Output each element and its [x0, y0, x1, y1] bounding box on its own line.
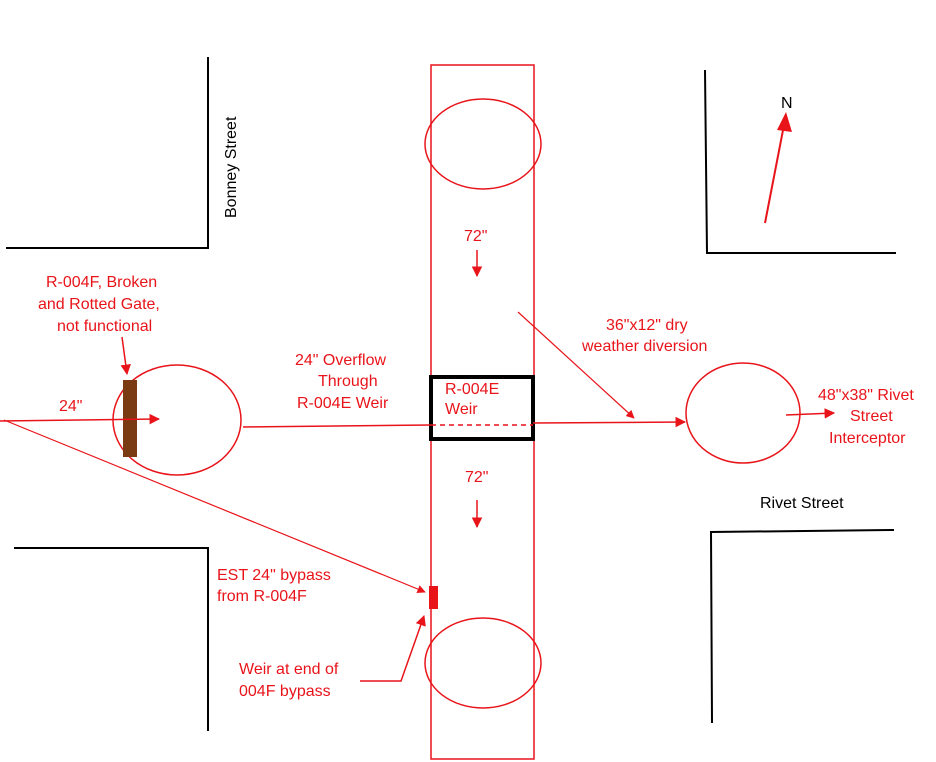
interceptor-label-line2: Street — [850, 408, 893, 425]
overflow-label-line2: Through — [318, 373, 378, 390]
bypass-weir-callout-arrow — [360, 615, 426, 682]
overflow-label-line1: 24" Overflow — [295, 352, 386, 369]
bypass-pipe-line — [3, 419, 426, 594]
overflow-24-pipe — [242, 424, 432, 428]
bypass-weir-label-line2: 004F bypass — [239, 683, 331, 700]
interceptor-label-line3: Interceptor — [829, 430, 906, 447]
rivet-street-curb-bottom — [709, 529, 895, 724]
gate-callout-arrow — [120, 336, 131, 376]
bypass-label-line1: EST 24" bypass — [217, 567, 331, 584]
bypass-weir-label-line1: Weir at end of — [239, 661, 339, 678]
bypass-label-line2: from R-004F — [217, 588, 307, 605]
r004f-gate — [123, 380, 137, 457]
manhole-top — [424, 98, 542, 190]
interceptor-outflow-arrow — [785, 408, 836, 419]
diversion-label-line2: weather diversion — [581, 338, 707, 355]
interceptor-manhole — [685, 362, 801, 464]
inflow-24-pipe — [0, 413, 161, 425]
gate-label-line3: not functional — [57, 318, 152, 335]
pipe-24-label: 24" — [59, 398, 82, 415]
north-arrow-shaft — [764, 124, 785, 224]
bonney-street-curb-bottom — [14, 547, 209, 731]
interceptor-label-line1: 48"x38" Rivet — [818, 387, 914, 404]
bonney-street-curb-top — [6, 57, 209, 249]
rivet-street-label: Rivet Street — [760, 495, 844, 512]
gate-label-line2: and Rotted Gate, — [38, 296, 160, 313]
manhole-bottom — [424, 617, 542, 709]
gate-label-line1: R-004F, Broken — [46, 274, 157, 291]
bypass-weir-marker — [429, 586, 438, 609]
dry-weather-diversion-line — [517, 311, 635, 419]
overflow-to-interceptor — [532, 416, 687, 428]
pipe-72-bottom-label: 72" — [465, 469, 488, 486]
overflow-label-line3: R-004E Weir — [297, 395, 389, 412]
diversion-label-line1: 36"x12" dry — [606, 317, 688, 334]
pipe-72-top-label: 72" — [464, 228, 487, 245]
rivet-street-curb-top — [704, 69, 896, 254]
bonney-street-label: Bonney Street — [223, 116, 240, 218]
north-label: N — [781, 95, 793, 112]
weir-label-line1: R-004E — [445, 381, 499, 398]
north-arrow-head — [777, 112, 792, 132]
weir-label-line2: Weir — [445, 401, 478, 418]
r004e-weir-box — [429, 375, 535, 441]
